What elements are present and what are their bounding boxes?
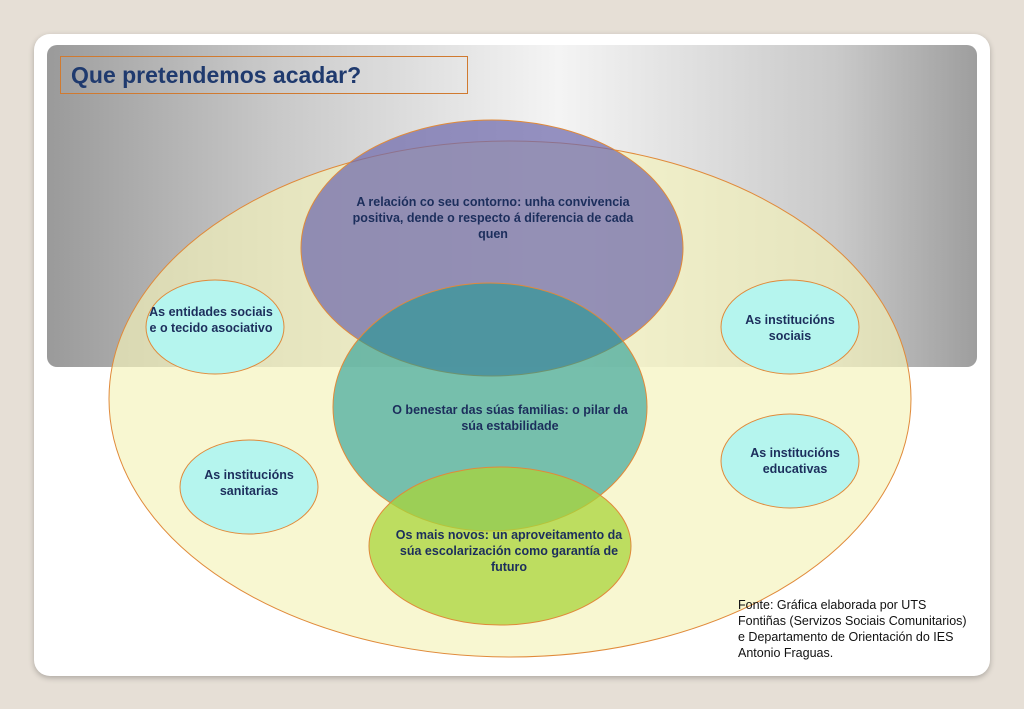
satellite-right-top	[720, 279, 860, 375]
title-box: Que pretendemos acadar?	[60, 56, 468, 94]
label-left-bottom: As institucións sanitarias	[204, 468, 294, 498]
label-right-bottom: As institucións educativas	[750, 446, 840, 476]
label-center-middle: O benestar das súas familias: o pilar da…	[392, 403, 628, 433]
label-left-top: As entidades sociais e o tecido asociati…	[149, 305, 273, 335]
source-caption: Fonte: Gráfica elaborada por UTS Fontiña…	[738, 598, 967, 660]
page-title: Que pretendemos acadar?	[71, 62, 362, 88]
satellite-right-bottom	[720, 413, 860, 509]
slide: Que pretendemos acadar? A relación co se…	[34, 34, 990, 676]
label-center-bottom: Os mais novos: un aproveitamento da súa …	[395, 528, 623, 574]
label-center-top: A relación co seu contorno: unha convive…	[352, 195, 634, 241]
label-right-top: As institucións sociais	[745, 313, 835, 343]
satellite-left-bottom	[179, 439, 319, 535]
diagram	[108, 119, 912, 658]
satellite-left-top	[145, 279, 285, 375]
bottom-circle	[368, 466, 632, 626]
